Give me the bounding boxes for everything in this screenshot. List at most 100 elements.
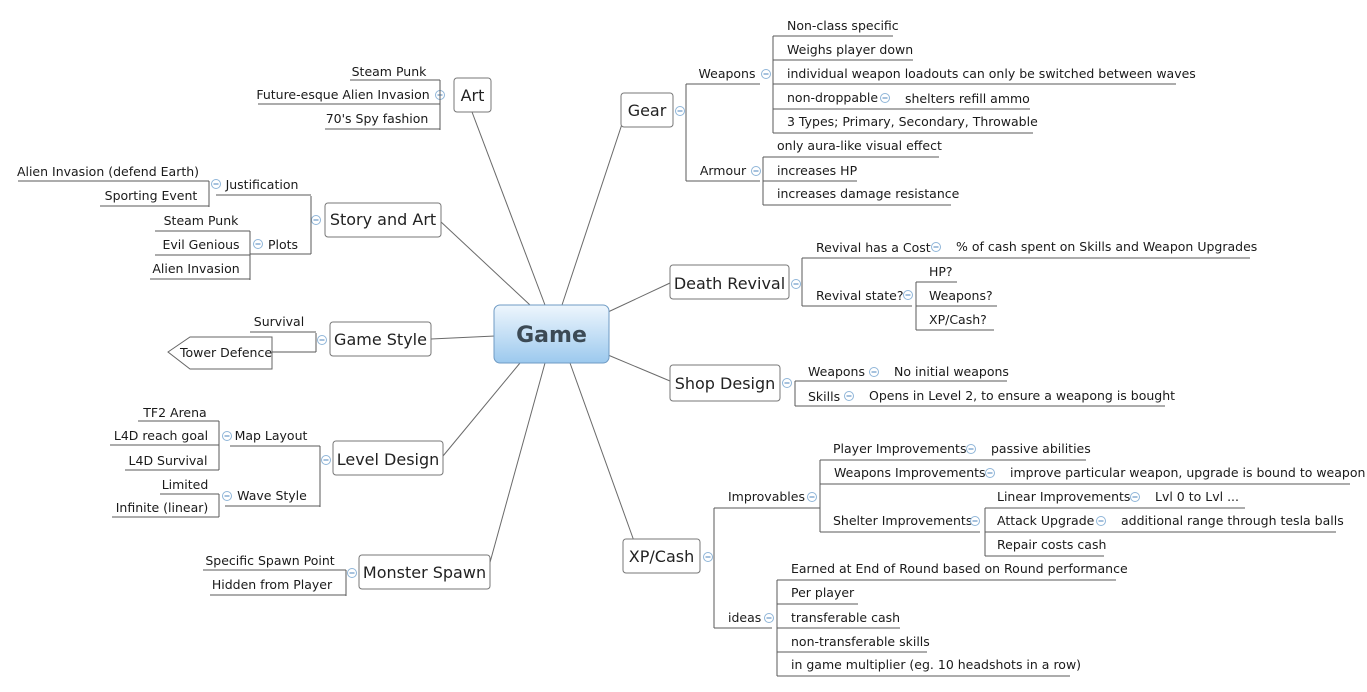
- justification-label: Justification: [225, 177, 299, 192]
- xp-lines: [713, 459, 1350, 677]
- gamestyle-item: Survival: [254, 314, 304, 329]
- topic-story-and-art[interactable]: Story and Art: [324, 202, 442, 238]
- topic-death-label: Death Revival: [674, 274, 785, 293]
- collapse-icon[interactable]: [970, 516, 980, 526]
- collapse-icon[interactable]: [1096, 516, 1106, 526]
- justification-item: Sporting Event: [105, 188, 198, 203]
- topic-monster-spawn[interactable]: Monster Spawn: [358, 554, 491, 590]
- revival-state-item: HP?: [929, 264, 953, 279]
- root-node[interactable]: Game: [493, 304, 610, 364]
- collapse-icon[interactable]: [703, 552, 713, 562]
- collapse-icon[interactable]: [751, 166, 761, 176]
- maplayout-item: L4D reach goal: [114, 428, 208, 443]
- collapse-icon[interactable]: [931, 242, 941, 252]
- gear-armour-item: increases HP: [777, 163, 858, 178]
- gear-weapons-label: Weapons: [699, 66, 756, 81]
- shop-lines: [794, 380, 1165, 407]
- collapse-icon[interactable]: [791, 279, 801, 289]
- root-label: Game: [516, 323, 587, 348]
- wavestyle-item: Infinite (linear): [116, 500, 209, 515]
- shop-weapons-child: No initial weapons: [894, 364, 1009, 379]
- maplayout-item: L4D Survival: [129, 453, 208, 468]
- collapse-icon[interactable]: [985, 468, 995, 478]
- ideas-item: transferable cash: [791, 610, 900, 625]
- topic-story-label: Story and Art: [330, 210, 436, 229]
- revival-state-item: XP/Cash?: [929, 312, 987, 327]
- collapse-icon[interactable]: [1130, 492, 1140, 502]
- topic-game-style[interactable]: Game Style: [329, 321, 432, 357]
- linear-improvements-label: Linear Improvements: [997, 489, 1130, 504]
- collapse-icon[interactable]: [317, 335, 327, 345]
- gear-weapons-item: individual weapon loadouts can only be s…: [787, 66, 1196, 81]
- gamestyle-item: Tower Defence: [179, 345, 272, 360]
- art-item: Steam Punk: [352, 64, 427, 79]
- topic-art[interactable]: Art: [453, 77, 492, 113]
- collapse-icon[interactable]: [782, 378, 792, 388]
- linear-improvements-child: Lvl 0 to Lvl ...: [1155, 489, 1239, 504]
- revival-cost-child: % of cash spent on Skills and Weapon Upg…: [956, 239, 1257, 254]
- monster-item: Hidden from Player: [212, 577, 333, 592]
- collapse-icon[interactable]: [253, 239, 263, 249]
- shop-skills-child: Opens in Level 2, to ensure a weapong is…: [869, 388, 1175, 403]
- collapse-icon[interactable]: [869, 367, 879, 377]
- gear-lines: [685, 35, 1176, 206]
- revival-state-label: Revival state?: [816, 288, 904, 303]
- story-lines: [18, 180, 312, 280]
- attack-upgrade-child: additional range through tesla balls: [1121, 513, 1344, 528]
- art-item: Future-esque Alien Invasion: [256, 87, 429, 102]
- death-lines: [801, 257, 1250, 331]
- art-lines: [258, 79, 441, 130]
- collapse-icon[interactable]: [807, 492, 817, 502]
- player-improvements-child: passive abilities: [991, 441, 1091, 456]
- nondroppable-child: shelters refill ammo: [905, 91, 1030, 106]
- collapse-icon[interactable]: [311, 215, 321, 225]
- ideas-item: Earned at End of Round based on Round pe…: [791, 561, 1128, 576]
- collapse-icon[interactable]: [880, 93, 890, 103]
- attack-upgrade-label: Attack Upgrade: [997, 513, 1095, 528]
- topic-gear[interactable]: Gear: [620, 92, 674, 128]
- topic-xp-cash[interactable]: XP/Cash: [622, 538, 701, 574]
- ideas-label: ideas: [728, 610, 761, 625]
- topic-xp-label: XP/Cash: [629, 547, 694, 566]
- improvables-label: Improvables: [728, 489, 805, 504]
- topic-gear-label: Gear: [628, 101, 667, 120]
- gear-armour-label: Armour: [700, 163, 747, 178]
- maplayout-item: TF2 Arena: [142, 405, 206, 420]
- ideas-item: non-transferable skills: [791, 634, 930, 649]
- collapse-icon[interactable]: [321, 455, 331, 465]
- topic-level-label: Level Design: [337, 450, 440, 469]
- gear-weapons-item: Weighs player down: [787, 42, 913, 57]
- ideas-item: in game multiplier (eg. 10 headshots in …: [791, 657, 1081, 672]
- collapse-icon[interactable]: [764, 613, 774, 623]
- weapons-improvements-child: improve particular weapon, upgrade is bo…: [1010, 465, 1365, 480]
- player-improvements-label: Player Improvements: [833, 441, 966, 456]
- gamestyle-lines: [250, 331, 317, 353]
- collapse-icon[interactable]: [675, 106, 685, 116]
- maplayout-label: Map Layout: [235, 428, 308, 443]
- collapse-icon[interactable]: [761, 69, 771, 79]
- topic-art-label: Art: [461, 86, 485, 105]
- collapse-icon[interactable]: [222, 431, 232, 441]
- monster-item: Specific Spawn Point: [205, 553, 334, 568]
- monster-lines: [203, 569, 347, 596]
- topic-level-design[interactable]: Level Design: [332, 440, 444, 476]
- shop-weapons-label: Weapons: [808, 364, 865, 379]
- plots-label: Plots: [268, 237, 298, 252]
- topic-monster-label: Monster Spawn: [363, 563, 486, 582]
- art-item: 70's Spy fashion: [326, 111, 429, 126]
- collapse-icon[interactable]: [844, 391, 854, 401]
- plots-item: Alien Invasion: [152, 261, 239, 276]
- gear-weapons-item: non-droppable: [787, 90, 878, 105]
- collapse-icon[interactable]: [903, 290, 913, 300]
- collapse-icon[interactable]: [347, 568, 357, 578]
- gear-weapons-item: 3 Types; Primary, Secondary, Throwable: [787, 114, 1038, 129]
- collapse-icon[interactable]: [222, 491, 232, 501]
- topic-death-revival[interactable]: Death Revival: [669, 264, 790, 300]
- revival-cost-label: Revival has a Cost: [816, 240, 931, 255]
- level-lines: [110, 420, 321, 518]
- collapse-icon[interactable]: [966, 444, 976, 454]
- topic-shop-design[interactable]: Shop Design: [669, 364, 781, 402]
- weapons-improvements-label: Weapons Improvements: [834, 465, 986, 480]
- collapse-icon[interactable]: [211, 179, 221, 189]
